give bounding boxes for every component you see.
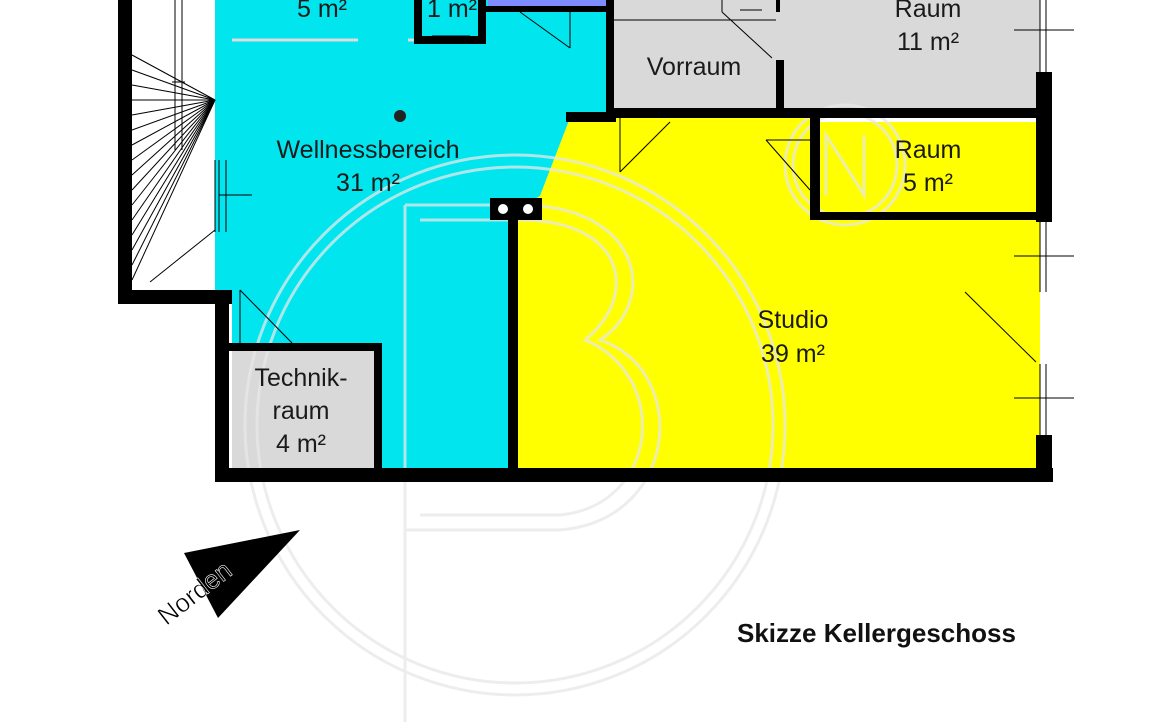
room-area-wellness: 31 m² [336, 169, 400, 197]
room-name-technik-line1: Technik- [254, 364, 347, 392]
raum-small-fill [818, 122, 1040, 216]
room-name-raum-small: Raum [895, 136, 962, 164]
room-name-vorraum: Vorraum [647, 53, 741, 81]
room-name-technik-line2: raum [273, 397, 330, 425]
room-area-technik: 4 m² [276, 430, 326, 458]
walls [118, 0, 1053, 482]
studio-area-fill [512, 118, 1040, 470]
north-arrow: Norden [151, 530, 300, 631]
plan-caption: Skizze Kellergeschoss [737, 618, 1016, 648]
room-area-studio: 39 m² [761, 340, 825, 368]
shower-fill [488, 0, 606, 10]
room-area-top-left: 5 m² [297, 0, 347, 23]
room-area-small-top: 1 m² [427, 0, 477, 23]
raum-top-fill [782, 0, 1040, 112]
north-arrow-icon [184, 530, 300, 618]
column-dot-left [498, 204, 508, 214]
room-area-raum-top: 11 m² [897, 28, 959, 56]
vorraum-fill [612, 0, 782, 112]
door-and-window-lines [131, 0, 1074, 435]
column-dot-right [523, 204, 533, 214]
room-name-raum-top: Raum [895, 0, 962, 23]
room-name-wellness: Wellnessbereich [277, 136, 460, 164]
drain-dot [394, 110, 406, 122]
room-area-raum-small: 5 m² [903, 169, 953, 197]
technikraum-fill [232, 350, 374, 468]
room-name-studio: Studio [758, 306, 829, 334]
wellness-area-fill [215, 0, 612, 470]
